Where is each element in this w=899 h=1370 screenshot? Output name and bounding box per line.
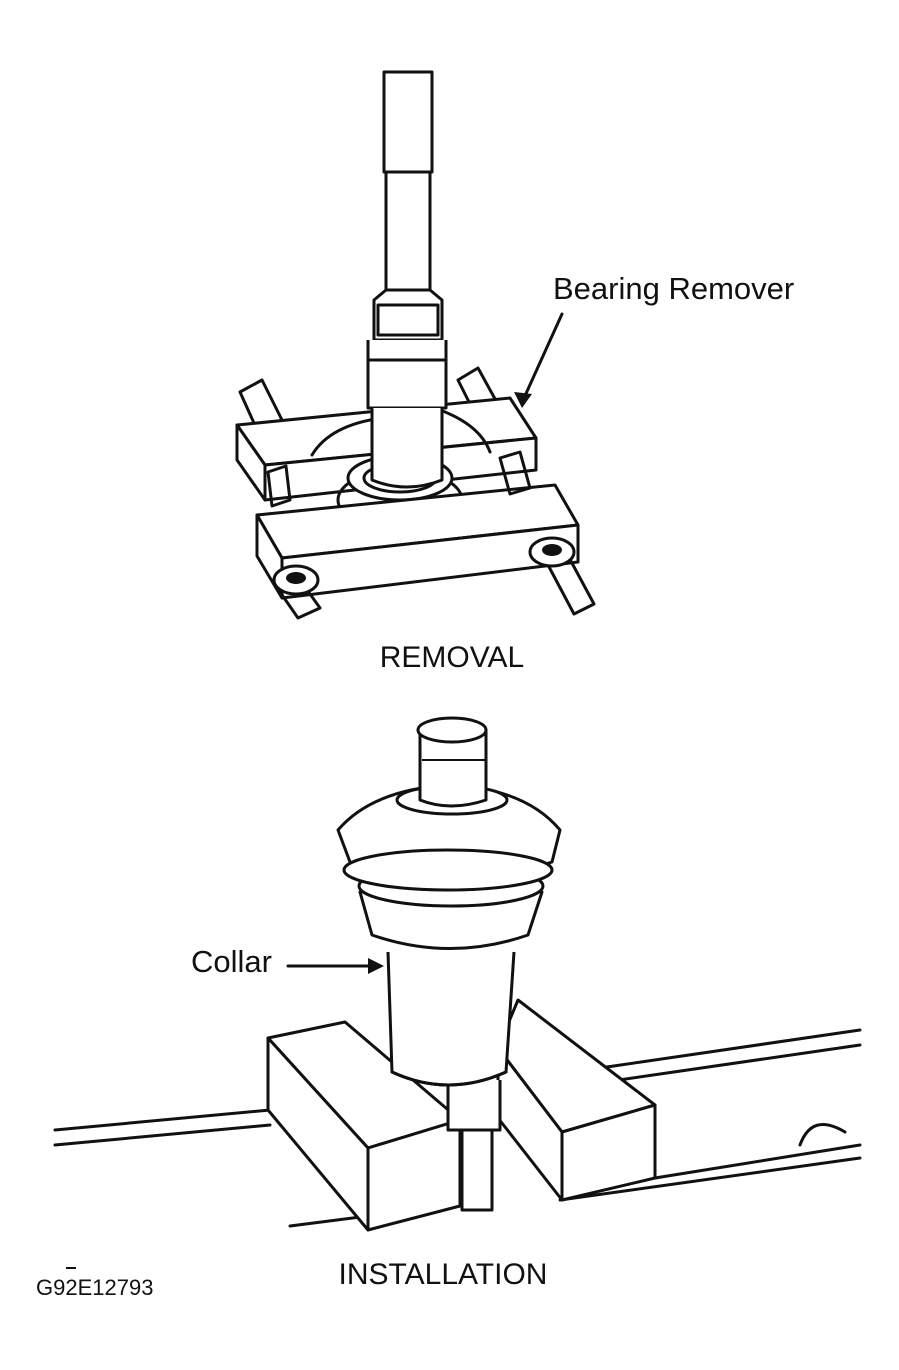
figure-code: G92E12793	[36, 1275, 153, 1300]
front-threaded-rods	[266, 450, 596, 620]
bearing-remover-callout: Bearing Remover	[514, 271, 794, 408]
left-support-block	[266, 1020, 462, 1232]
collar-label: Collar	[191, 944, 272, 979]
press-table-rails	[53, 1028, 862, 1228]
installation-driver	[416, 716, 488, 808]
removal-illustration: Bearing Remover REMOVAL	[235, 70, 794, 674]
right-support-block	[496, 998, 657, 1202]
press-rod	[366, 70, 448, 489]
installation-illustration: Collar INSTALLATION	[53, 716, 862, 1291]
collar	[386, 951, 516, 1087]
pinion-shaft	[446, 1080, 502, 1212]
collar-callout: Collar	[191, 944, 384, 979]
bearing-remover-label: Bearing Remover	[553, 271, 794, 306]
installation-caption: INSTALLATION	[339, 1258, 548, 1291]
removal-caption: REMOVAL	[380, 641, 524, 674]
